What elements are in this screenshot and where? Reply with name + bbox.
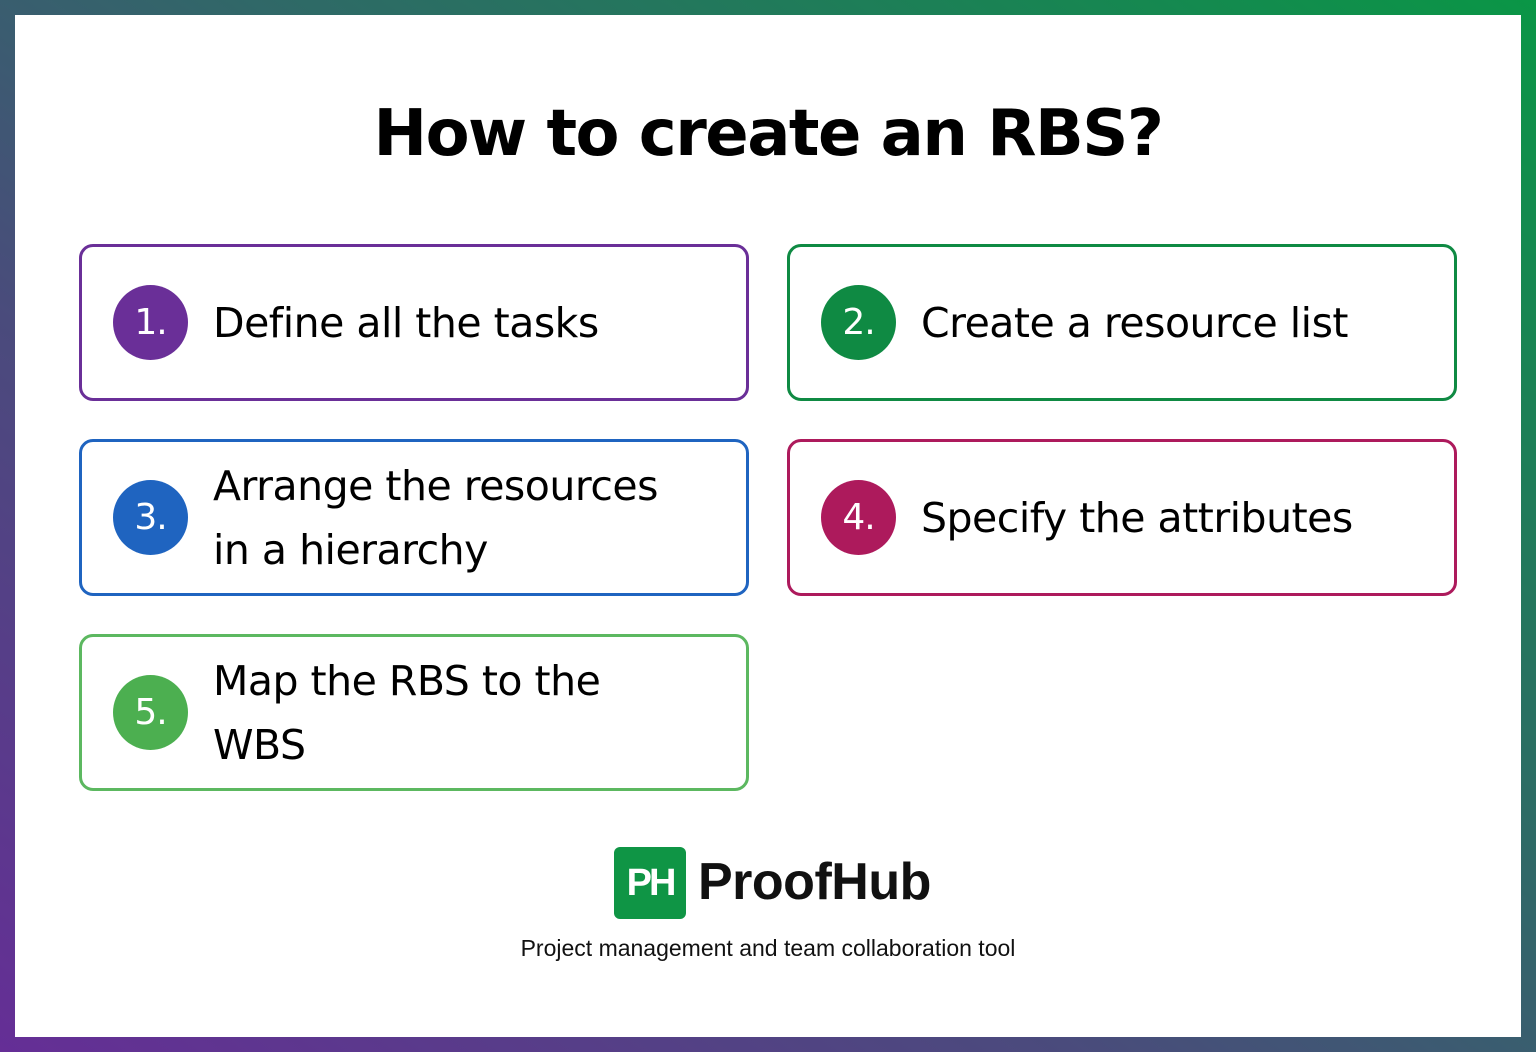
step-card-4: 4. Specify the attributes xyxy=(787,439,1457,596)
step-card-5: 5. Map the RBS to the WBS xyxy=(79,634,749,791)
step-number-badge: 1. xyxy=(113,285,188,360)
step-number-badge: 2. xyxy=(821,285,896,360)
proofhub-logo-icon: PH xyxy=(614,847,686,919)
step-label: Map the RBS to the WBS xyxy=(213,656,601,769)
step-label: Specify the attributes xyxy=(921,493,1353,542)
step-number-badge: 4. xyxy=(821,480,896,555)
step-label: Arrange the resources in a hierarchy xyxy=(213,461,658,574)
step-label: Define all the tasks xyxy=(213,298,599,347)
brand-tagline: Project management and team collaboratio… xyxy=(520,935,1016,961)
step-label: Create a resource list xyxy=(921,298,1349,347)
page-title: How to create an RBS? xyxy=(373,97,1164,171)
step-number-badge: 3. xyxy=(113,480,188,555)
step-card-2: 2. Create a resource list xyxy=(787,244,1457,401)
step-number-badge: 5. xyxy=(113,675,188,750)
step-card-3: 3. Arrange the resources in a hierarchy xyxy=(79,439,749,596)
step-card-1: 1. Define all the tasks xyxy=(79,244,749,401)
brand-name: ProofHub xyxy=(698,853,931,911)
